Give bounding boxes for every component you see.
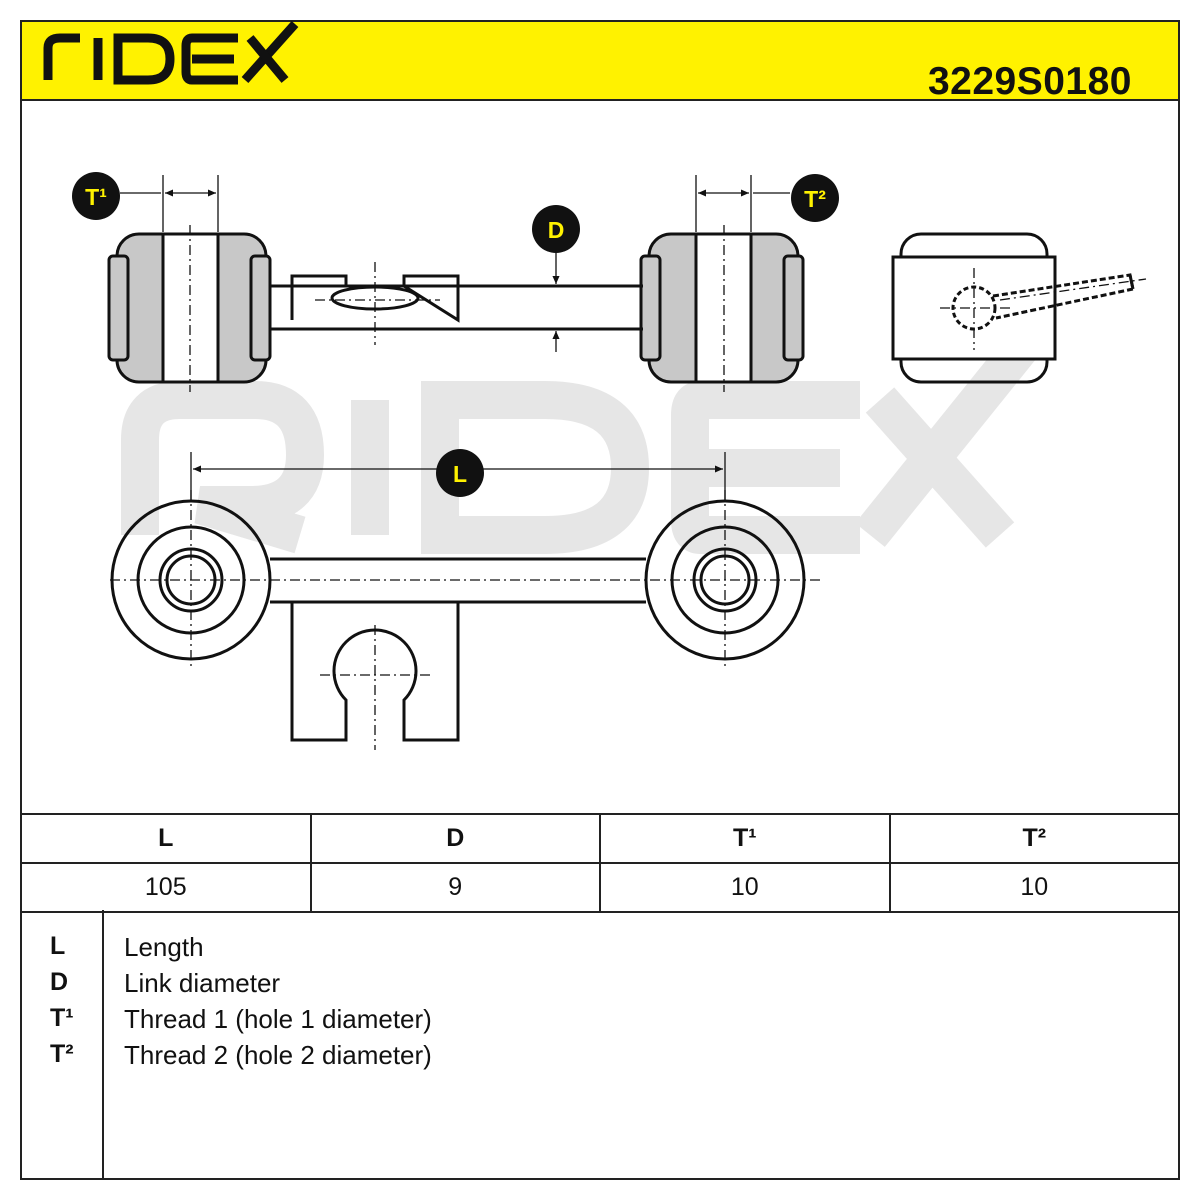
t2-callout: T² [791,174,839,222]
legend-desc: Thread 1 (hole 1 diameter) [124,1004,432,1034]
right-bushing-side [639,232,805,384]
svg-text:T²: T² [804,186,826,212]
legend-item: D Link diameter [22,968,1172,1004]
spec-table: L D T¹ T² 105 9 10 10 [20,813,1180,913]
spec-header-row: L D T¹ T² [20,813,1180,864]
spec-header-d: D [309,813,601,864]
legend-key: L [50,932,66,960]
end-view [891,232,1147,384]
legend-key: T¹ [50,1004,74,1032]
legend-key: D [50,968,69,996]
front-view [110,490,820,750]
spec-value-d: 9 [309,862,601,913]
spec-header-l: L [20,813,312,864]
legend-desc: Thread 2 (hole 2 diameter) [124,1040,432,1070]
svg-text:D: D [548,217,565,243]
legend: L Length D Link diameter T¹ Thread 1 (ho… [20,910,1180,1180]
legend-item: T² Thread 2 (hole 2 diameter) [22,1040,1172,1076]
legend-key: T² [50,1040,74,1068]
spec-header-t1: T¹ [599,813,891,864]
legend-item: T¹ Thread 1 (hole 1 diameter) [22,1004,1172,1040]
spec-value-t1: 10 [599,862,891,913]
part-number: 3229S0180 [927,60,1132,103]
legend-desc: Length [124,932,204,962]
spec-value-row: 105 9 10 10 [20,862,1180,913]
svg-text:T¹: T¹ [85,184,107,210]
spec-header-t2: T² [888,813,1180,864]
spec-value-l: 105 [20,862,312,913]
l-callout: L [436,449,484,497]
ridex-logo [43,21,299,85]
legend-desc: Link diameter [124,968,281,998]
technical-drawing: T¹ T² D L [72,172,1147,750]
d-callout: D [532,205,580,253]
spec-value-t2: 10 [888,862,1180,913]
legend-item: L Length [22,932,1172,968]
svg-text:L: L [453,461,467,487]
t1-callout: T¹ [72,172,120,220]
legend-divider [102,910,104,1178]
